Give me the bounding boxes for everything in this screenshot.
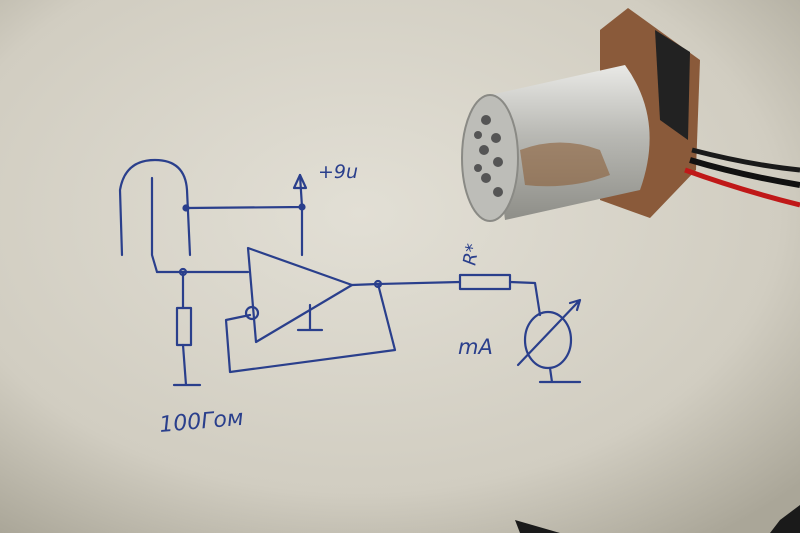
opamp-ground xyxy=(296,303,324,332)
milliammeter xyxy=(523,310,573,370)
node xyxy=(178,267,188,277)
sensor-holes xyxy=(474,115,503,197)
hand-drawn-schematic xyxy=(118,158,582,387)
inverting-input xyxy=(244,305,260,321)
rust-stain xyxy=(520,142,610,187)
supply-arrow xyxy=(292,173,308,190)
meter-needle xyxy=(516,298,582,367)
input-resistor xyxy=(175,306,193,347)
black-wire xyxy=(689,157,800,188)
sensor-face xyxy=(461,94,519,222)
red-wire xyxy=(684,167,800,208)
sensor-symbol xyxy=(118,158,192,257)
black-wire-2 xyxy=(691,147,800,173)
sensor-electrode xyxy=(150,176,159,274)
resistor-label: R* xyxy=(459,242,483,267)
opamp-triangle xyxy=(246,246,354,344)
meter-wire xyxy=(508,280,542,317)
node xyxy=(373,279,383,289)
input-resistor-wire xyxy=(172,270,202,387)
feedback-wire xyxy=(224,282,397,374)
node xyxy=(298,203,306,211)
pen-tip-right xyxy=(770,505,800,533)
node xyxy=(182,204,190,212)
pin-header xyxy=(655,30,690,140)
gas-sensor xyxy=(461,8,800,222)
meter-label: mA xyxy=(458,335,493,359)
supply-label: +9u xyxy=(318,161,358,183)
meter-ground xyxy=(538,366,582,384)
pen-tip xyxy=(515,520,560,533)
